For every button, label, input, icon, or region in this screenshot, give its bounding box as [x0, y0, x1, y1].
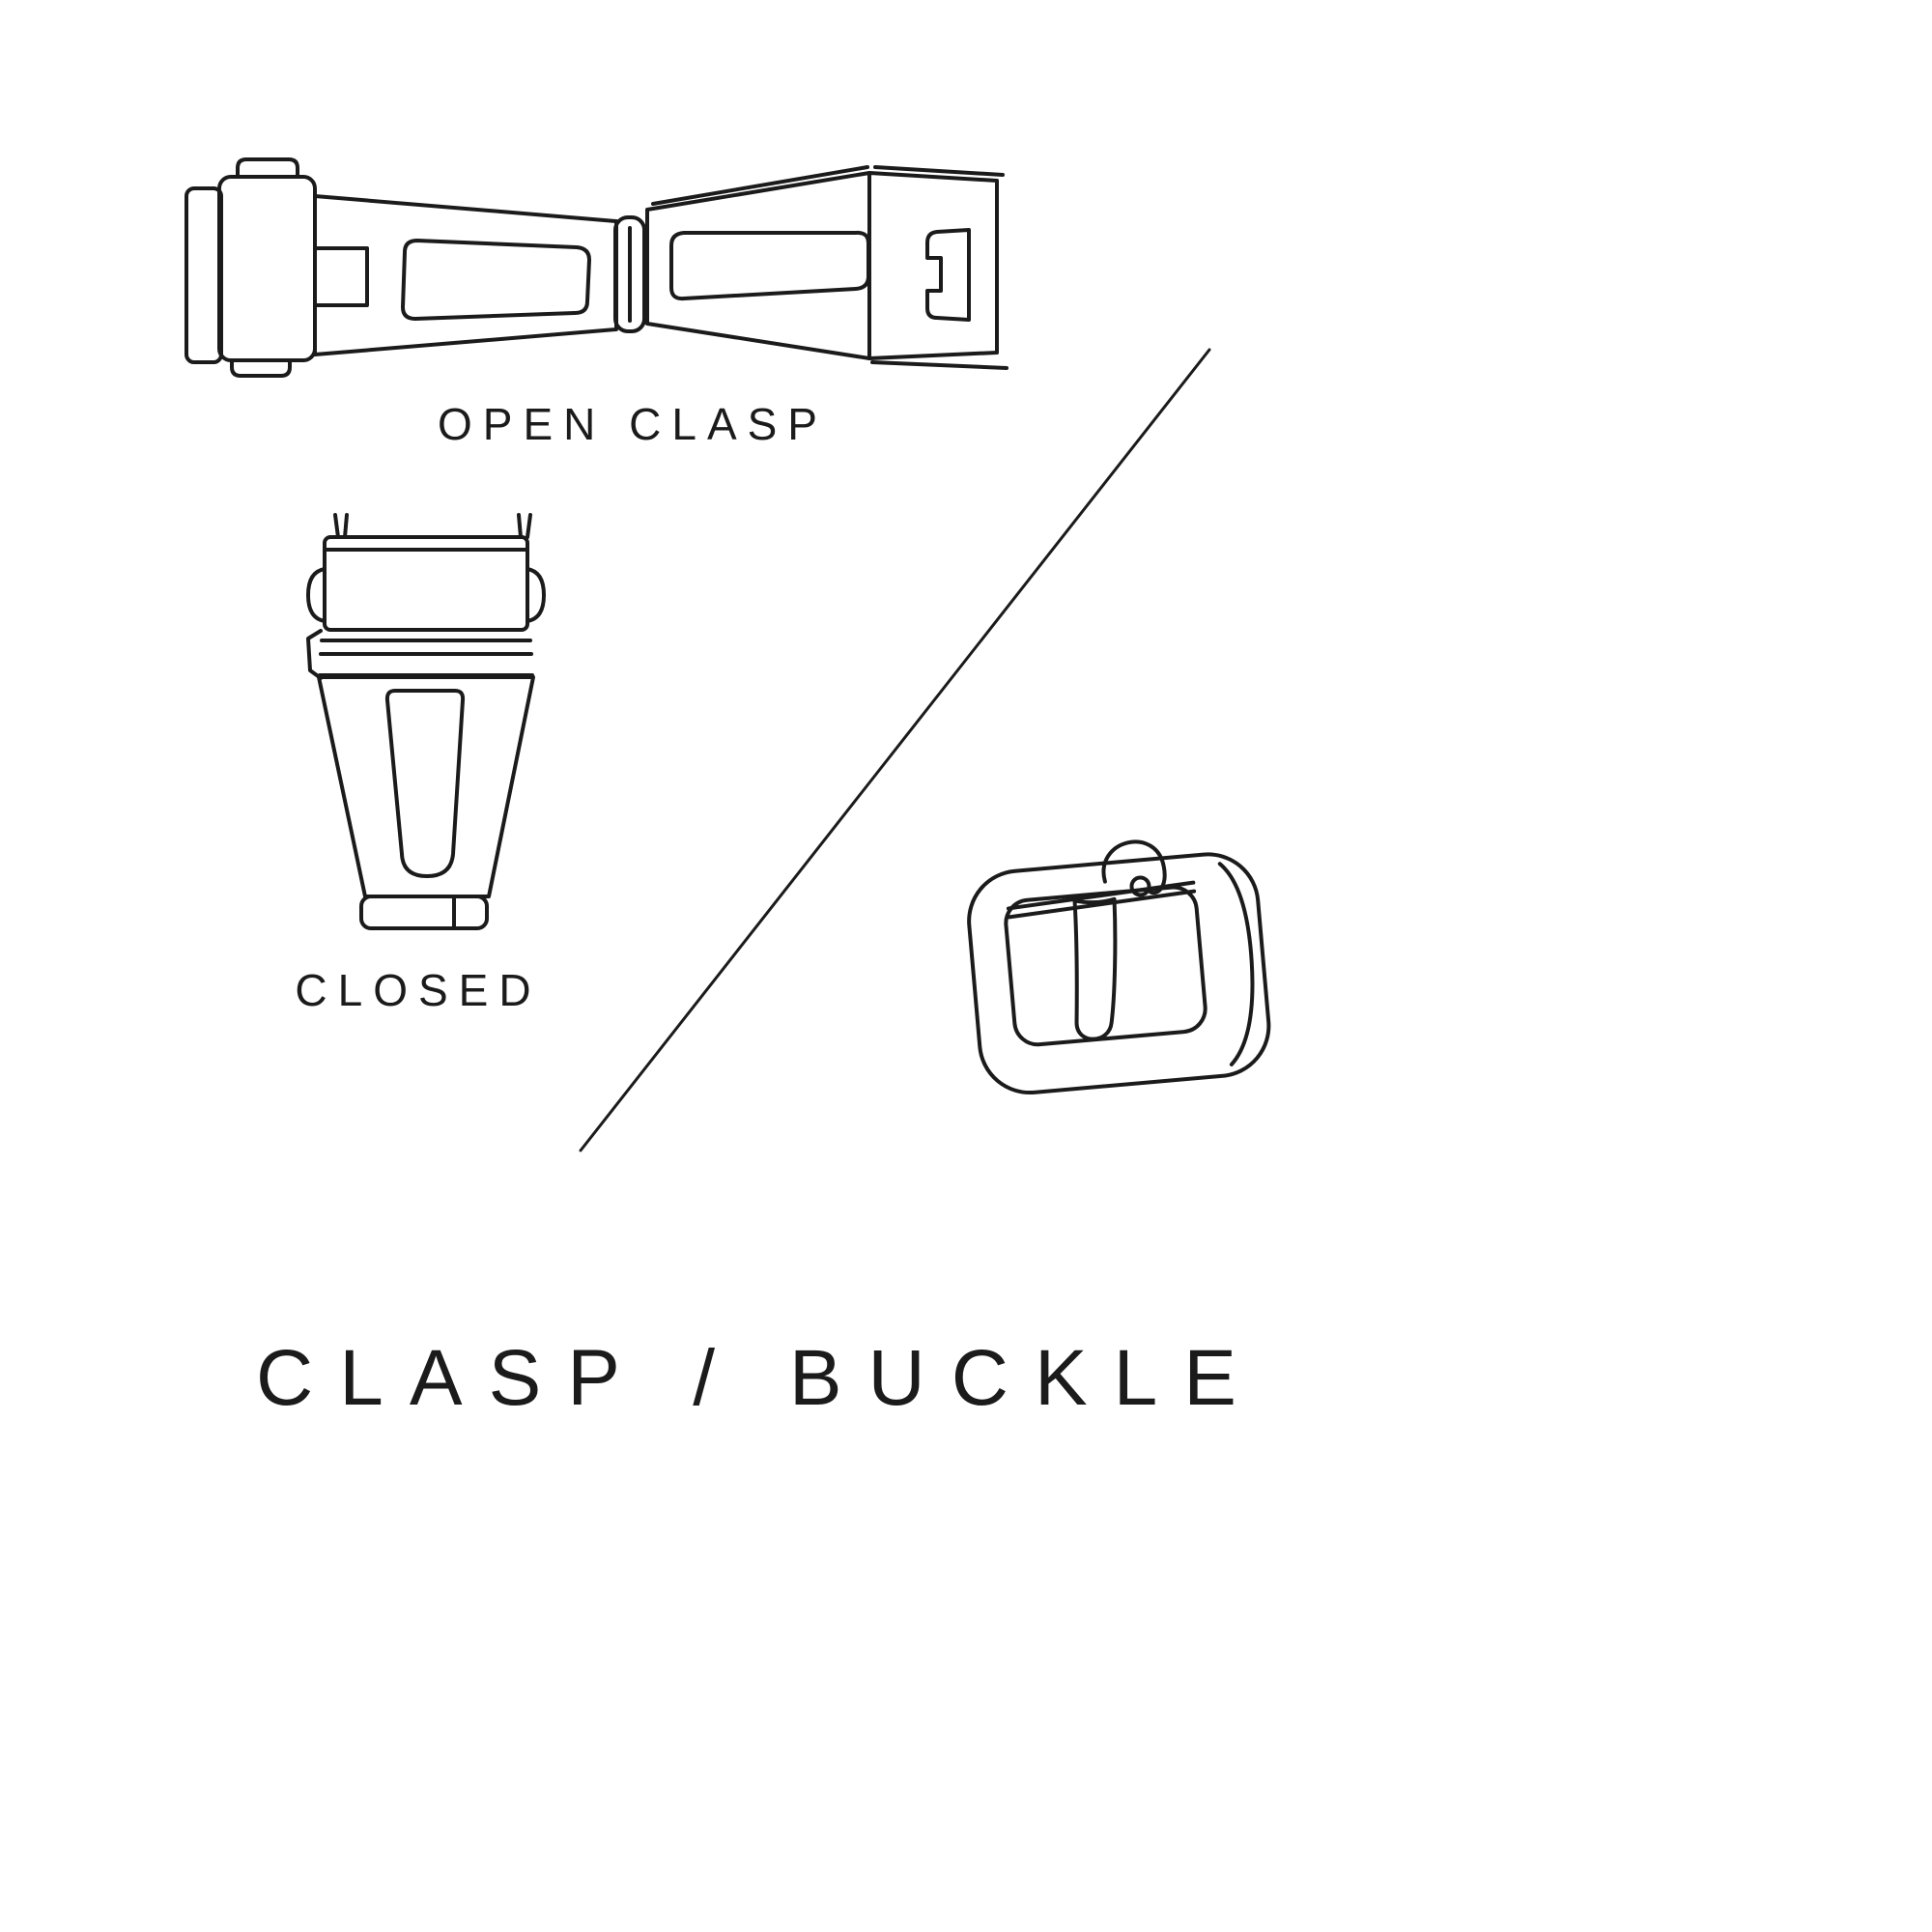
open-clasp-label: OPEN CLASP [438, 399, 828, 449]
diagonal-divider [579, 348, 1211, 1152]
page-title: CLASP / BUCKLE [256, 1334, 1263, 1422]
closed-label: CLOSED [295, 965, 542, 1015]
closed-clasp-illustration [306, 513, 546, 930]
open-clasp-illustration [185, 157, 1009, 378]
tang-buckle-illustration [967, 839, 1271, 1095]
